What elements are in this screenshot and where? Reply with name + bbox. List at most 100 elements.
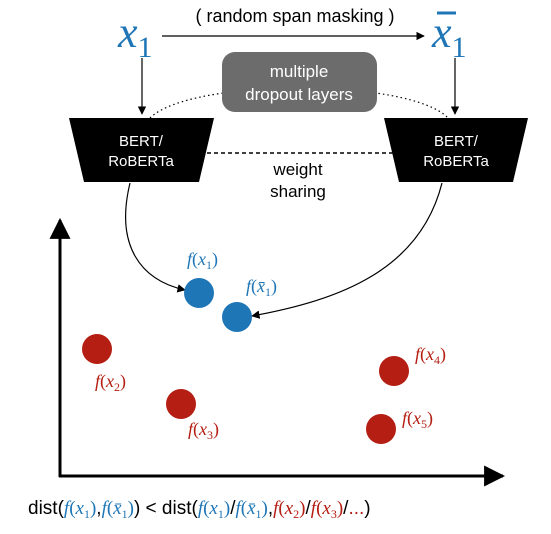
formula-token: f (64, 498, 72, 519)
weight-sharing-line2: sharing (270, 182, 326, 201)
formula-token: ) (224, 498, 230, 519)
formula-token: ) (128, 498, 134, 519)
embedding-point-4 (166, 389, 196, 419)
label-sub: 2 (114, 380, 120, 394)
dropout-line2: dropout layers (245, 85, 353, 104)
arrow-encoder-right-to-point (251, 182, 443, 319)
input-x1-sub: 1 (138, 31, 153, 64)
formula-token: x (208, 498, 218, 519)
label-close: ) (120, 371, 126, 392)
label-arg: x (198, 419, 207, 439)
encoder-right (384, 118, 528, 182)
label-sub: 1 (265, 285, 271, 299)
embedding-label-4: f(x3) (188, 419, 219, 442)
label-arg: x̄ (256, 276, 265, 296)
formula-token: ) (90, 498, 96, 519)
distance-formula: dist(f(x1),f(x̄1)) < dist(f(x1)/f(x̄1),f… (28, 498, 371, 521)
label-f: f (246, 276, 254, 296)
formula-token: ) (364, 498, 370, 519)
label-close: ) (213, 419, 219, 440)
formula-token: ) (299, 498, 305, 519)
formula-token: ( (278, 498, 284, 519)
augmented-x1bar-var: x (431, 8, 452, 57)
weight-sharing-line1: weight (272, 160, 322, 179)
embedding-label-6: f(x5) (402, 408, 433, 431)
formula-token: ... (348, 498, 364, 519)
augmentation-label: ( random span masking ) (195, 6, 394, 26)
embedding-point-6 (366, 414, 396, 444)
label-arg: x (425, 344, 434, 364)
formula-token: 1 (256, 507, 262, 521)
label-open: ( (192, 249, 198, 270)
formula-token: 2 (293, 507, 299, 521)
label-open: ( (420, 344, 426, 365)
label-f: f (402, 408, 410, 428)
label-open: ( (251, 276, 257, 297)
formula-token: ( (107, 498, 113, 519)
label-f: f (188, 419, 196, 439)
embedding-label-2: f(x̄1) (246, 276, 277, 299)
label-f: f (187, 249, 195, 269)
formula-token: 3 (331, 507, 337, 521)
formula-token: f (198, 498, 206, 519)
formula-token: ) (262, 498, 268, 519)
encoder-left-line1: BERT/ (119, 133, 164, 150)
formula-token: x (75, 498, 85, 519)
embedding-label-1: f(x1) (187, 249, 218, 272)
formula-token: / (343, 498, 349, 519)
augmented-x1bar-sub: 1 (452, 31, 467, 64)
formula-token: , (96, 498, 101, 519)
augmented-x1bar: x1 (431, 8, 467, 64)
label-open: ( (193, 419, 199, 440)
label-arg: x (197, 249, 206, 269)
input-x1-var: x (117, 8, 138, 57)
formula-token: f (235, 498, 243, 519)
encoder-left (69, 118, 214, 182)
label-sub: 5 (421, 417, 427, 431)
formula-token: f (102, 498, 110, 519)
svg-text:x1: x1 (431, 8, 467, 64)
label-open: ( (407, 408, 413, 429)
formula-token: / (306, 498, 312, 519)
formula-token: ( (241, 498, 247, 519)
formula-token: f (273, 498, 281, 519)
points-layer: f(x1)f(x̄1)f(x2)f(x3)f(x4)f(x5) (82, 249, 446, 444)
formula-token: dist( (28, 498, 65, 519)
label-sub: 1 (206, 258, 212, 272)
embedding-point-2 (222, 302, 252, 332)
formula-token: ) (337, 498, 343, 519)
formula-token: x̄ (246, 498, 256, 519)
formula-token: 1 (122, 507, 128, 521)
label-sub: 3 (207, 428, 213, 442)
embedding-label-5: f(x4) (415, 344, 446, 367)
formula-token: f (311, 498, 319, 519)
formula-token: x̄ (112, 498, 122, 519)
encoder-right-line2: RoBERTa (423, 153, 489, 170)
encoder-right-line1: BERT/ (434, 133, 479, 150)
label-f: f (95, 371, 103, 391)
label-close: ) (271, 276, 277, 297)
arrow-encoder-left-to-point (125, 182, 186, 293)
label-open: ( (100, 371, 106, 392)
label-arg: x (412, 408, 421, 428)
embedding-point-3 (82, 334, 112, 364)
formula-token: ( (203, 498, 209, 519)
label-close: ) (440, 344, 446, 365)
encoder-left-line2: RoBERTa (108, 153, 174, 170)
label-sub: 4 (434, 353, 440, 367)
label-f: f (415, 344, 423, 364)
embedding-point-5 (379, 356, 409, 386)
formula-token: x (284, 498, 294, 519)
label-arg: x (105, 371, 114, 391)
dropout-line1: multiple (270, 62, 329, 81)
dropout-dotted-arc (149, 87, 449, 119)
embedding-point-1 (184, 278, 214, 308)
formula-token: 1 (218, 507, 224, 521)
formula-token: / (230, 498, 236, 519)
formula-token: ( (69, 498, 75, 519)
embedding-label-3: f(x2) (95, 371, 126, 394)
formula-token: 1 (84, 507, 90, 521)
formula-token: ( (316, 498, 322, 519)
